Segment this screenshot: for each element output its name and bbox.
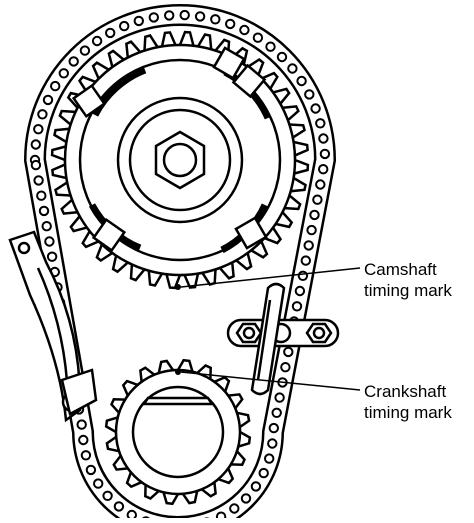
chain-damper (250, 282, 286, 396)
chain-roller (306, 224, 317, 236)
crankshaft-timing-mark (175, 369, 181, 375)
chain-roller (309, 209, 320, 221)
crankshaft-callout-line1: Crankshaft (364, 382, 447, 401)
idler-link-bar (226, 318, 340, 348)
chain-roller (268, 422, 279, 434)
camshaft-timing-mark (175, 284, 181, 290)
camshaft-callout-line1: Camshaft (364, 260, 437, 279)
chain-roller (85, 464, 97, 476)
chain-roller (105, 27, 116, 39)
chain-roller (310, 103, 321, 114)
chain-roller (33, 124, 44, 135)
chain-roller (239, 24, 250, 36)
chain-roller (210, 14, 221, 25)
chain-roller (229, 503, 240, 514)
chain-roller (78, 434, 89, 446)
chain-roller (102, 490, 113, 501)
chain-roller (36, 190, 47, 201)
chain-roller (318, 164, 329, 175)
chain-roller (271, 407, 282, 418)
chain-roller (58, 68, 69, 79)
chain-roller (79, 45, 91, 56)
chain-roller (303, 240, 314, 251)
chain-roller (113, 501, 125, 512)
chain-roller (194, 11, 206, 22)
chain-roller (30, 139, 41, 150)
chain-roller (215, 511, 227, 522)
chain-roller (44, 236, 55, 247)
chain-roller (319, 148, 331, 160)
chain-roller (68, 56, 79, 67)
camshaft-callout: Camshaft timing mark (364, 259, 452, 301)
camshaft-callout-line2: timing mark (364, 281, 452, 300)
chain-roller (93, 478, 104, 489)
chain-roller (37, 109, 48, 120)
chain-roller (164, 10, 175, 21)
chain-roller (315, 179, 326, 190)
chain-roller (148, 12, 160, 23)
chain-roller (133, 15, 145, 27)
chain-roller (312, 194, 323, 205)
chain-roller (287, 63, 298, 74)
chain-roller (265, 41, 276, 52)
chain-roller (38, 205, 50, 217)
chain-roller (276, 51, 288, 63)
crankshaft-callout-line2: timing mark (364, 403, 452, 422)
chain-roller (304, 89, 315, 100)
chain-roller (267, 438, 278, 449)
chain-roller (258, 467, 269, 479)
chain-roller (297, 270, 309, 281)
callout-leaders (180, 267, 361, 391)
chain-roller (318, 133, 329, 144)
chain-roller (119, 20, 130, 32)
chain-roller (30, 159, 42, 171)
chain-roller (50, 80, 61, 92)
chain-roller (91, 35, 103, 47)
crankshaft-leader-line (180, 371, 361, 391)
chain-roller (283, 346, 294, 358)
crankshaft-callout: Crankshaft timing mark (364, 381, 452, 423)
chain-roller (264, 453, 275, 464)
camshaft-sprocket (50, 30, 310, 290)
chain-roller (33, 175, 44, 186)
camshaft-leader-line (180, 267, 361, 288)
chain-roller (126, 509, 138, 521)
chain-roller (41, 221, 52, 232)
chain-roller (46, 251, 58, 262)
chain-roller (274, 392, 285, 403)
chain-roller (80, 450, 92, 461)
crankshaft-sprocket (104, 358, 252, 506)
chain-roller (76, 419, 87, 430)
chain-roller (225, 18, 236, 30)
chain-roller (179, 9, 190, 21)
chain-tensioner (8, 230, 98, 423)
chain-roller (291, 301, 303, 312)
chain-roller (250, 481, 262, 492)
chain-roller (315, 118, 326, 129)
chain-roller (294, 285, 306, 297)
chain-roller (280, 362, 291, 373)
chain-roller (252, 32, 264, 43)
chain-roller (296, 75, 307, 87)
chain-roller (240, 493, 252, 504)
chain-roller (300, 255, 311, 266)
chain-roller (42, 94, 54, 106)
